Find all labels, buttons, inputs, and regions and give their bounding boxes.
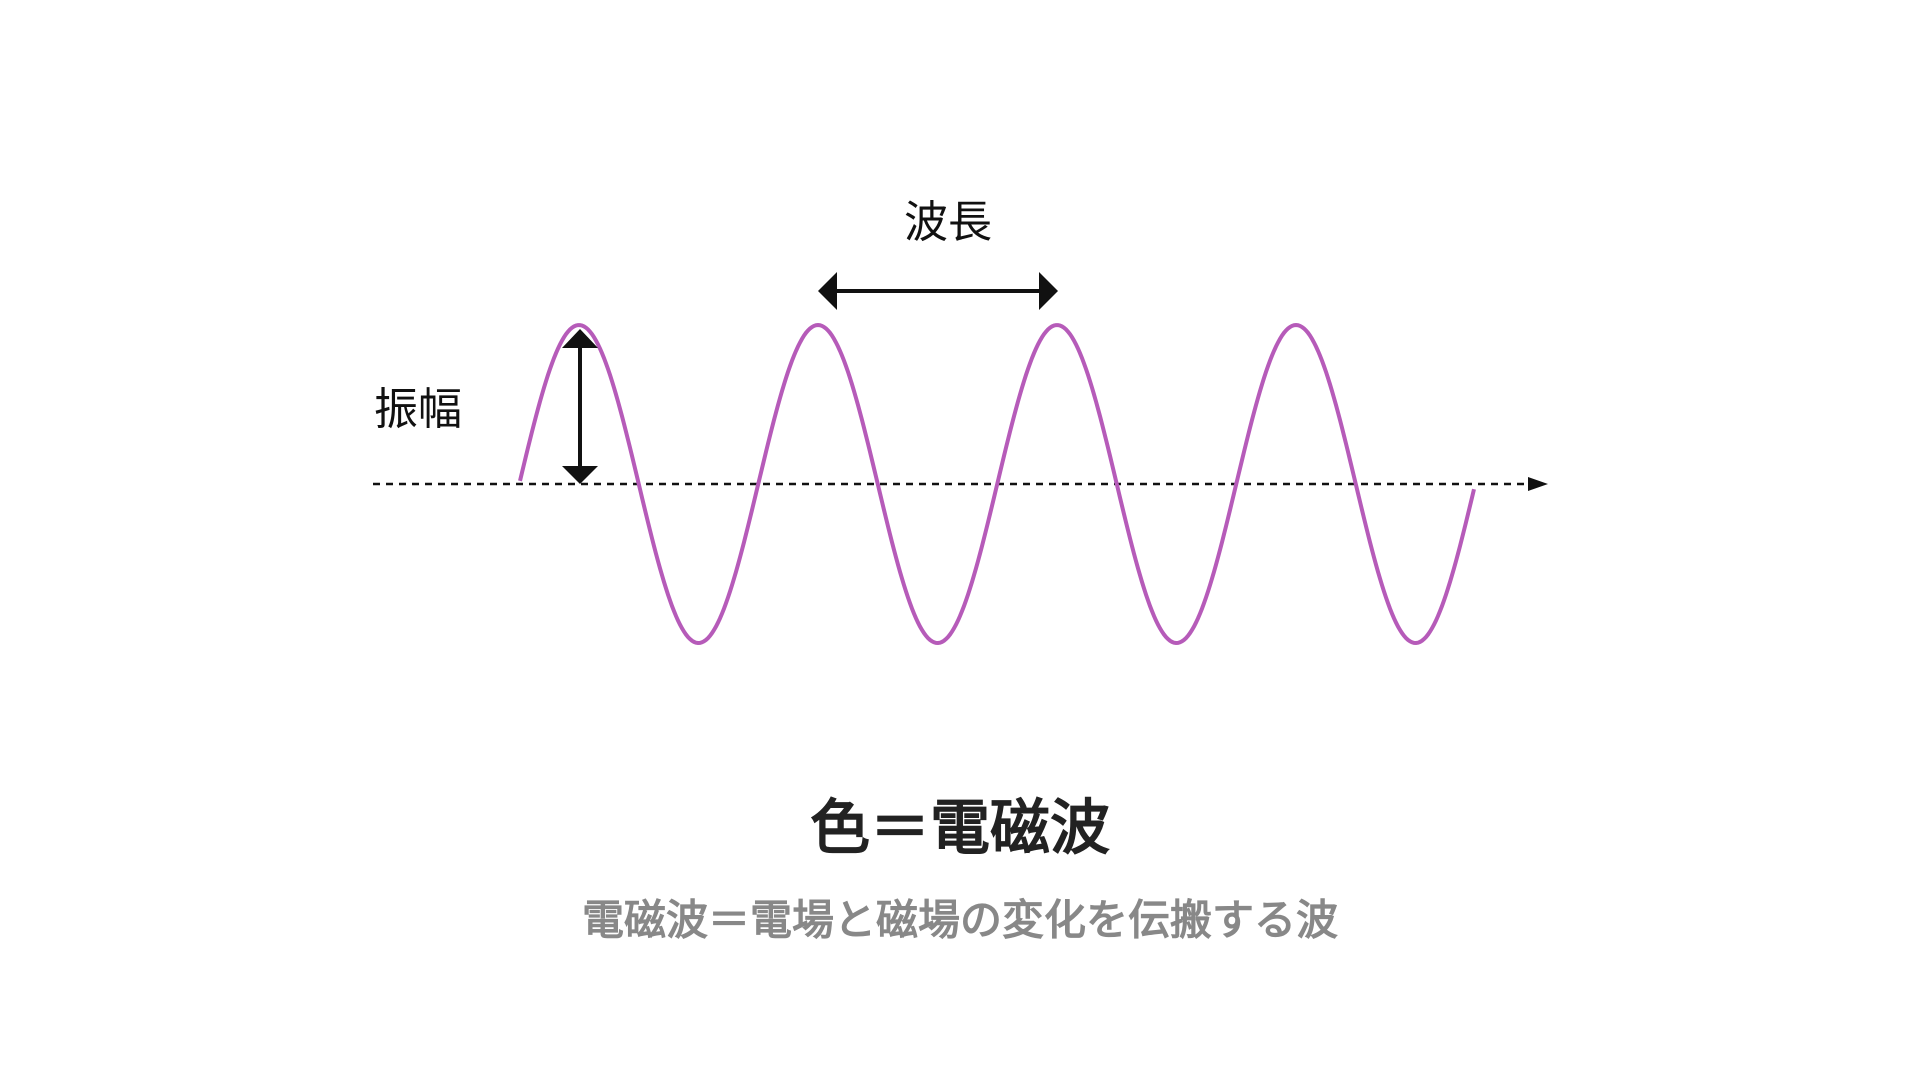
caption-subtitle: 電磁波＝電場と磁場の変化を伝搬する波: [581, 895, 1339, 945]
wavelength-arrow: [818, 272, 1058, 310]
axis-arrowhead-icon: [1528, 477, 1548, 491]
amplitude-label: 振幅: [374, 384, 462, 435]
amplitude-arrow: [562, 329, 598, 484]
caption-title: 色＝電磁波: [810, 793, 1110, 864]
wavelength-label: 波長: [904, 197, 992, 248]
sine-wave: [518, 322, 1476, 646]
